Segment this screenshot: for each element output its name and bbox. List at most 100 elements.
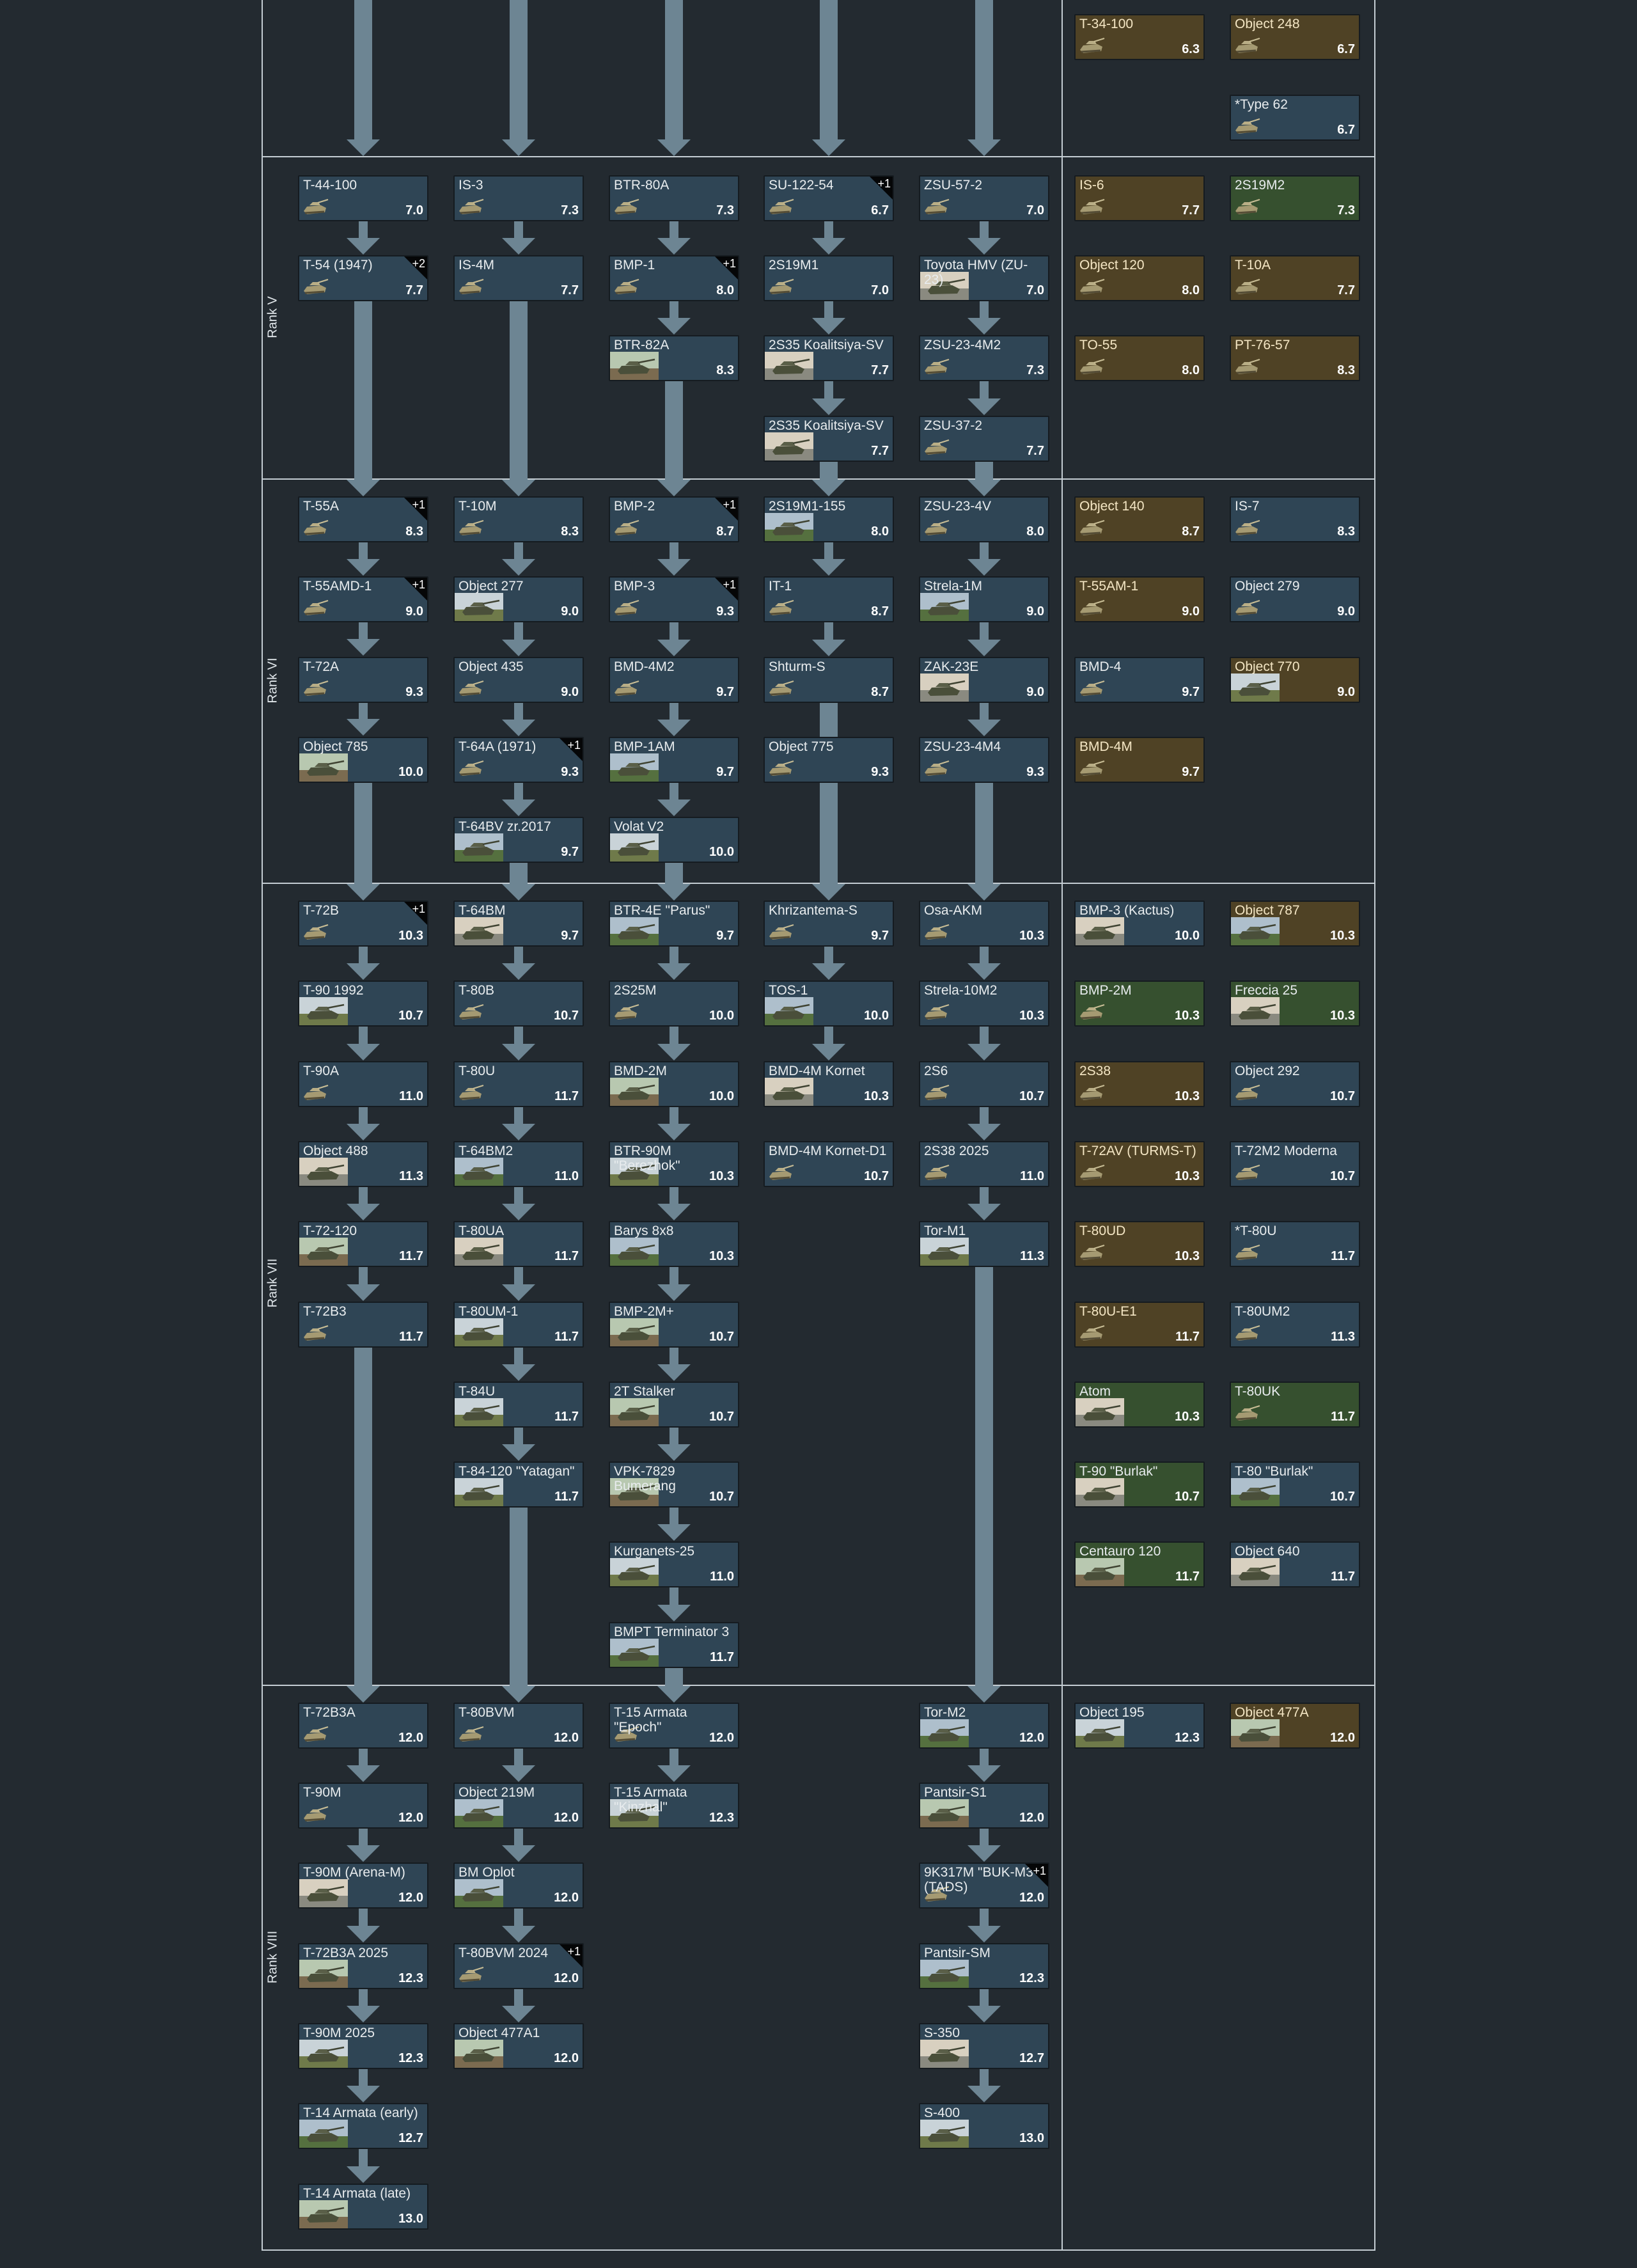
vehicle-card-t-90-burlak[interactable]: T-90 "Burlak"10.7 bbox=[1074, 1461, 1205, 1508]
vehicle-card-bmp-2m[interactable]: BMP-2M+10.7 bbox=[609, 1302, 739, 1348]
vehicle-card-t-90m-arena-m[interactable]: T-90M (Arena-M)12.0 bbox=[298, 1862, 428, 1909]
vehicle-card-t-54-1947[interactable]: T-54 (1947)7.7+2 bbox=[298, 255, 428, 301]
vehicle-card-t-64a-1971[interactable]: T-64A (1971)9.3+1 bbox=[453, 737, 584, 783]
vehicle-card-9k317m-buk-m3-tads[interactable]: 9K317M "BUK-M3" (TADS)12.0+1 bbox=[919, 1862, 1049, 1909]
vehicle-card-t-72av-turms-t[interactable]: T-72AV (TURMS-T)10.3 bbox=[1074, 1141, 1205, 1187]
vehicle-card-t-14-armata-late[interactable]: T-14 Armata (late)13.0 bbox=[298, 2184, 428, 2230]
vehicle-card-t-14-armata-early[interactable]: T-14 Armata (early)12.7 bbox=[298, 2103, 428, 2149]
vehicle-card-t-80-burlak[interactable]: T-80 "Burlak"10.7 bbox=[1230, 1461, 1360, 1508]
vehicle-card-t-84-120-yatagan[interactable]: T-84-120 "Yatagan"11.7 bbox=[453, 1461, 584, 1508]
vehicle-card-toyota-hmv-zu-23[interactable]: Toyota HMV (ZU-23)7.0 bbox=[919, 255, 1049, 301]
vehicle-card-bmp-3-kactus[interactable]: BMP-3 (Kactus)10.0 bbox=[1074, 901, 1205, 947]
vehicle-card-t-15-armata-epoch[interactable]: T-15 Armata "Epoch"12.0 bbox=[609, 1703, 739, 1749]
vehicle-card-btr-4e-parus[interactable]: BTR-4E "Parus"9.7 bbox=[609, 901, 739, 947]
